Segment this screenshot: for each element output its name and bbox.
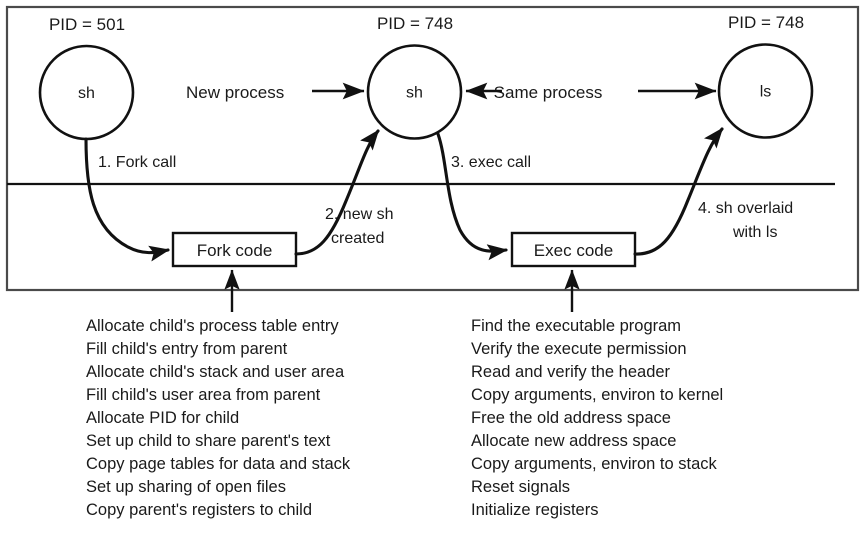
diagram-frame xyxy=(5,5,860,292)
step-2-label-line2: created xyxy=(331,230,384,247)
fork-code-box[interactable]: Fork code xyxy=(171,231,298,268)
exec-code-label: Exec code xyxy=(534,241,613,260)
exec-steps-list: Find the executable program Verify the e… xyxy=(471,317,723,519)
exec-step-item: Copy arguments, environ to kernel xyxy=(471,386,723,404)
fork-code-label: Fork code xyxy=(197,241,273,260)
exec-step-item: Reset signals xyxy=(471,478,570,496)
fork-step-item: Allocate PID for child xyxy=(86,409,239,427)
exec-step-item: Free the old address space xyxy=(471,409,671,427)
new-process-label: New process xyxy=(186,83,284,102)
fork-steps-list: Allocate child's process table entry Fil… xyxy=(86,317,351,519)
new-sh-created-curve xyxy=(294,129,380,256)
child-ls-circle xyxy=(717,43,814,139)
fork-step-item: Allocate child's process table entry xyxy=(86,317,339,335)
step-4-label-line1: 4. sh overlaid xyxy=(698,200,793,217)
exec-step-item: Allocate new address space xyxy=(471,432,676,450)
node-child-ls[interactable]: ls xyxy=(717,43,814,139)
exec-code-rect xyxy=(510,231,637,268)
child-sh-pid-label: PID = 748 xyxy=(377,14,453,33)
fork-step-item: Set up child to share parent's text xyxy=(86,432,331,450)
fork-step-item: Copy parent's registers to child xyxy=(86,501,312,519)
fork-code-rect xyxy=(171,231,298,268)
child-ls-label: ls xyxy=(760,84,772,101)
fork-step-item: Set up sharing of open files xyxy=(86,478,286,496)
fork-step-item: Allocate child's stack and user area xyxy=(86,363,345,381)
fork-call-curve xyxy=(84,137,170,262)
exec-call-curve xyxy=(436,132,508,261)
exec-step-item: Copy arguments, environ to stack xyxy=(471,455,718,473)
parent-sh-label: sh xyxy=(78,85,95,102)
fork-step-item: Fill child's user area from parent xyxy=(86,386,321,404)
exec-code-box[interactable]: Exec code xyxy=(510,231,637,268)
step-1-label: 1. Fork call xyxy=(98,154,176,171)
exec-step-item: Initialize registers xyxy=(471,501,598,519)
exec-step-item: Find the executable program xyxy=(471,317,681,335)
sh-overlaid-curve xyxy=(633,127,724,256)
parent-sh-pid-label: PID = 501 xyxy=(49,15,125,34)
step-2-label-line1: 2. new sh xyxy=(325,206,393,223)
fork-step-item: Fill child's entry from parent xyxy=(86,340,288,358)
same-process-label: Same process xyxy=(494,83,603,102)
step-3-label: 3. exec call xyxy=(451,154,531,171)
node-parent-sh[interactable]: sh xyxy=(38,44,135,141)
exec-step-item: Read and verify the header xyxy=(471,363,671,381)
child-sh-label: sh xyxy=(406,85,423,102)
fork-step-item: Copy page tables for data and stack xyxy=(86,455,351,473)
child-sh-circle xyxy=(366,44,463,140)
step-4-label-line2: with ls xyxy=(732,224,777,241)
exec-step-item: Verify the execute permission xyxy=(471,340,687,358)
node-child-sh[interactable]: sh xyxy=(366,44,463,140)
child-ls-pid-label: PID = 748 xyxy=(728,13,804,32)
